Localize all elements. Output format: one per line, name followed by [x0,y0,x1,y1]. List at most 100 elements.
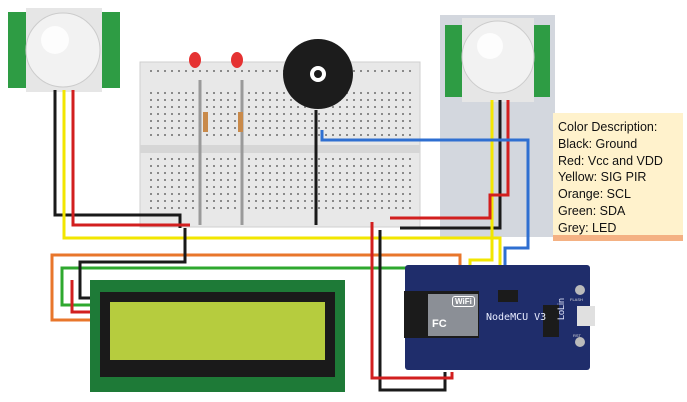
breadboard-hole [213,99,215,101]
breadboard-hole [269,92,271,94]
breadboard-hole [290,186,292,188]
breadboard-hole [374,127,376,129]
breadboard-hole [255,193,257,195]
breadboard-hole [367,99,369,101]
breadboard-hole [157,127,159,129]
breadboard-hole [311,172,313,174]
breadboard-hole [409,186,411,188]
breadboard-hole [346,207,348,209]
breadboard-hole [220,193,222,195]
breadboard-hole [360,99,362,101]
breadboard-hole [304,106,306,108]
breadboard-hole [367,158,369,160]
breadboard-hole [353,113,355,115]
breadboard-hole [262,186,264,188]
breadboard-hole [367,127,369,129]
breadboard-hole [164,70,166,72]
legend-title: Color Description: [558,120,658,134]
breadboard-hole [185,158,187,160]
breadboard-hole [353,70,355,72]
breadboard-hole [248,134,250,136]
breadboard-hole [402,186,404,188]
breadboard-hole [227,113,229,115]
breadboard-hole [409,120,411,122]
wires [50,80,530,392]
breadboard-hole [262,158,264,160]
breadboard-hole [171,158,173,160]
breadboard-hole [381,200,383,202]
breadboard-hole [150,158,152,160]
breadboard-hole [283,99,285,101]
breadboard-hole [381,172,383,174]
breadboard-hole [150,200,152,202]
breadboard-hole [367,113,369,115]
breadboard-hole [339,113,341,115]
breadboard-hole [178,207,180,209]
flash-label: FLASH [570,297,583,302]
breadboard-hole [290,134,292,136]
breadboard-hole [360,193,362,195]
breadboard-hole [297,186,299,188]
breadboard-hole [150,172,152,174]
breadboard-hole [381,193,383,195]
breadboard-hole [255,179,257,181]
breadboard-hole [346,172,348,174]
breadboard-hole [255,113,257,115]
breadboard-hole [234,193,236,195]
breadboard-hole [255,200,257,202]
breadboard-hole [234,127,236,129]
breadboard-hole [213,179,215,181]
breadboard-hole [192,179,194,181]
breadboard-hole [353,158,355,160]
breadboard-hole [339,127,341,129]
breadboard-hole [318,193,320,195]
breadboard-hole [269,70,271,72]
breadboard-hole [262,134,264,136]
breadboard-hole [227,158,229,160]
breadboard-hole [402,92,404,94]
breadboard-hole [290,99,292,101]
breadboard-hole [409,99,411,101]
breadboard-hole [192,70,194,72]
breadboard-hole [150,99,152,101]
breadboard-hole [157,207,159,209]
breadboard-hole [311,186,313,188]
breadboard-hole [318,186,320,188]
breadboard-hole [269,158,271,160]
breadboard-hole [388,106,390,108]
breadboard-hole [325,207,327,209]
breadboard-hole [339,158,341,160]
breadboard-hole [227,172,229,174]
breadboard-hole [164,179,166,181]
breadboard-hole [171,120,173,122]
breadboard-hole [171,165,173,167]
breadboard-hole [220,134,222,136]
breadboard-hole [157,113,159,115]
breadboard-hole [157,172,159,174]
breadboard-hole [276,92,278,94]
breadboard-hole [185,120,187,122]
breadboard-hole [255,186,257,188]
breadboard-hole [157,106,159,108]
breadboard-hole [227,127,229,129]
breadboard-hole [164,127,166,129]
breadboard-hole [262,165,264,167]
breadboard-hole [297,179,299,181]
breadboard-hole [290,179,292,181]
rst-button[interactable] [575,337,585,347]
breadboard-hole [178,113,180,115]
breadboard-hole [325,172,327,174]
flash-button[interactable] [575,285,585,295]
breadboard-hole [150,134,152,136]
breadboard-hole [206,70,208,72]
breadboard-hole [255,134,257,136]
breadboard-hole [283,179,285,181]
breadboard-hole [409,106,411,108]
breadboard-hole [311,113,313,115]
breadboard-hole [171,106,173,108]
breadboard-hole [269,127,271,129]
breadboard-hole [381,186,383,188]
breadboard-hole [290,120,292,122]
breadboard-hole [234,113,236,115]
breadboard-hole [262,106,264,108]
